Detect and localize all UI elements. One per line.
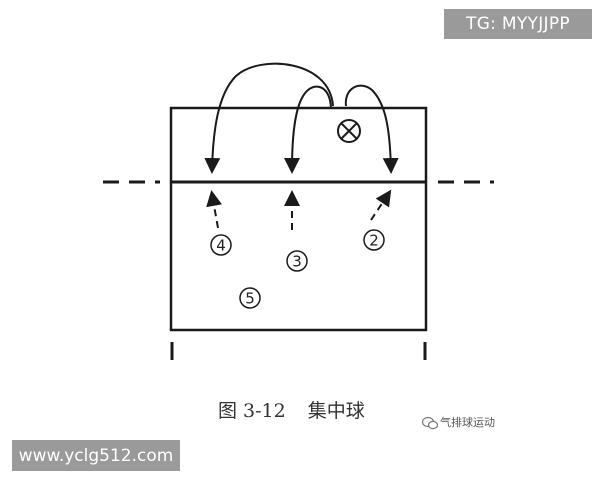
- player-3-marker: 3: [286, 250, 308, 272]
- player-3-label: 3: [292, 253, 302, 271]
- figure-title: 集中球: [307, 400, 365, 422]
- player-2-marker: 2: [363, 229, 385, 251]
- watermark-bottom: www.yclg512.com: [12, 440, 180, 471]
- watermark-top: TG: MYYJJPP: [444, 9, 592, 39]
- set-path-to-2: [344, 84, 399, 174]
- court-outline: [169, 106, 428, 332]
- set-path-to-3: [284, 85, 332, 174]
- figure-caption: 图 3-12 集中球: [218, 396, 365, 423]
- set-path-to-4: [204, 62, 334, 174]
- setter-icon: [337, 119, 361, 143]
- approach-arrow-2: [370, 189, 392, 221]
- figure-number: 图 3-12: [218, 400, 286, 422]
- player-2-label: 2: [369, 232, 379, 250]
- player-5-marker: 5: [239, 287, 261, 309]
- player-4-label: 4: [216, 237, 226, 255]
- source-watermark: 气排球运动: [440, 416, 495, 429]
- player-4-marker: 4: [210, 234, 232, 256]
- wechat-icon: [422, 416, 438, 430]
- approach-arrow-4: [206, 190, 222, 229]
- player-5-label: 5: [245, 290, 255, 308]
